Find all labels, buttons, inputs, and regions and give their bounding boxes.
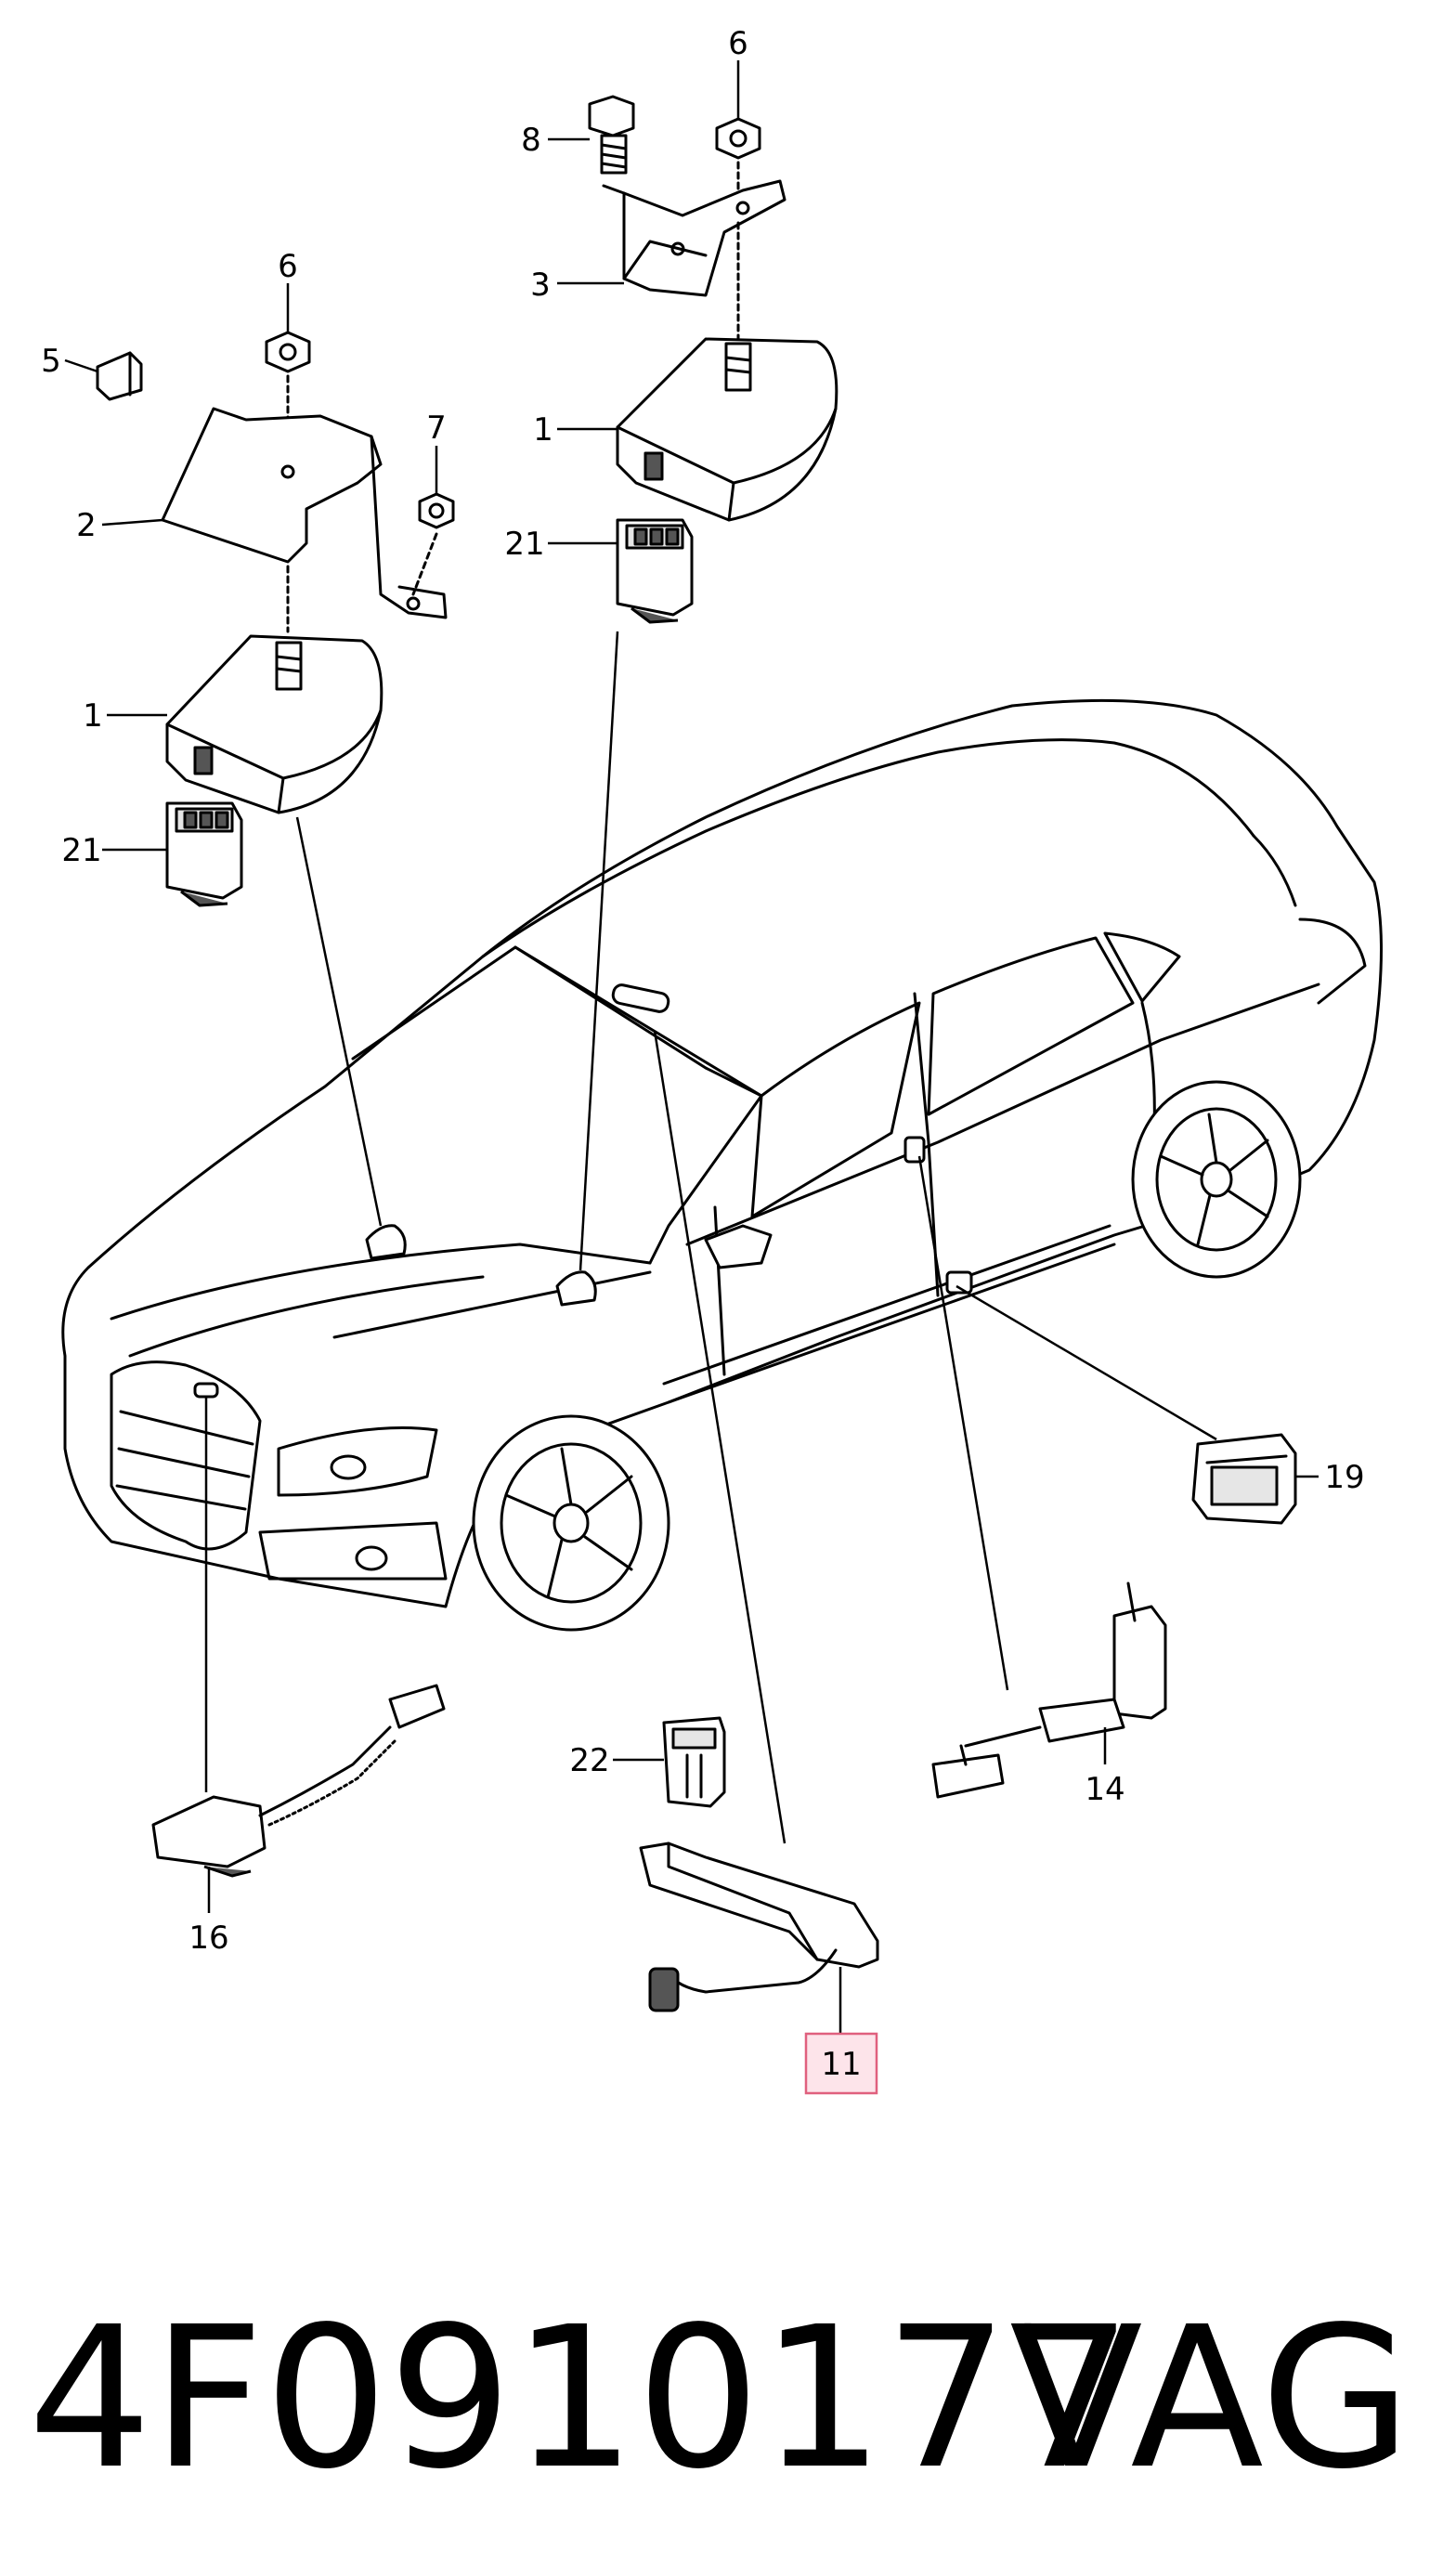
rear-wheel [1131, 1080, 1302, 1279]
callout-2: 2 [76, 507, 97, 544]
callout-6-top: 6 [728, 25, 748, 62]
callout-8: 8 [521, 122, 541, 159]
callout-16: 16 [188, 1920, 228, 1957]
sensor-16 [151, 1684, 446, 1878]
leader-lines [64, 60, 1319, 2034]
callout-5: 5 [41, 343, 61, 380]
antenna-11 [639, 1842, 879, 2012]
connector-21-left [165, 801, 243, 907]
callout-21-left: 21 [61, 832, 101, 869]
switch-19 [1191, 1433, 1297, 1525]
callout-11: 11 [821, 2046, 861, 2083]
horn-1-top [616, 337, 838, 522]
nut-7 [418, 492, 455, 529]
connector-21-top [616, 518, 694, 624]
highlight-box [804, 2032, 878, 2095]
part-number: 4F0910177 [28, 2284, 1133, 2512]
nut-6-left [265, 331, 311, 373]
front-wheel [472, 1414, 670, 1632]
callout-3: 3 [530, 267, 551, 304]
bracket-3 [602, 179, 786, 297]
connector-22 [662, 1716, 726, 1808]
callout-14: 14 [1085, 1771, 1124, 1808]
callout-19: 19 [1324, 1459, 1364, 1496]
callout-6-left: 6 [278, 248, 298, 285]
callout-11-highlight: 11 [804, 2032, 878, 2095]
clip-5 [96, 351, 143, 401]
brand-name: VAG [1009, 2284, 1411, 2512]
sensor-14 [931, 1581, 1167, 1799]
bolt-8 [588, 95, 635, 175]
horn-1-left [165, 634, 384, 814]
callout-1-top: 1 [533, 411, 553, 449]
callout-1-left: 1 [83, 697, 103, 735]
nut-6-top [715, 117, 761, 160]
callout-22: 22 [569, 1742, 609, 1779]
callout-21-top: 21 [504, 526, 544, 563]
bracket-2 [161, 407, 448, 619]
callout-labels: 6 8 3 1 21 6 5 7 2 1 21 19 22 14 16 [41, 25, 1364, 1957]
callout-7: 7 [426, 410, 447, 447]
